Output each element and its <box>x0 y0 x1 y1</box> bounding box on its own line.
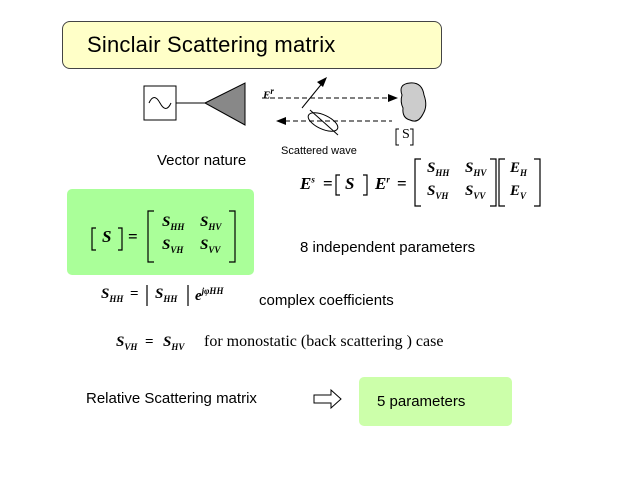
polarization-vector <box>301 77 327 109</box>
eq1-equals: = <box>323 174 333 193</box>
eq4-equals: = <box>145 334 154 350</box>
five-parameters-label: 5 parameters <box>377 393 466 410</box>
eq1-lhs: Es <box>300 174 315 193</box>
eq3-equals: = <box>130 286 139 302</box>
slide-title: Sinclair Scattering matrix <box>87 32 336 57</box>
independent-parameters-label: 8 independent parameters <box>300 239 476 256</box>
matrix-highlight-box <box>67 189 254 275</box>
eq3-abs-bars <box>146 285 189 306</box>
eq2-m22: SVV <box>200 237 221 255</box>
polarization-ellipse <box>307 109 339 136</box>
eq1-m12: SHV <box>465 160 487 178</box>
complex-coefficients-label: complex coefficients <box>259 292 394 309</box>
target-s-label: S <box>402 127 410 142</box>
incident-wave-arrow <box>262 94 398 102</box>
eq1-m22: SVV <box>465 183 486 201</box>
scattered-wave-arrow <box>276 117 392 125</box>
vector-nature-label: Vector nature <box>157 152 247 169</box>
eq3-abs: SHH <box>155 286 178 304</box>
ac-source-icon <box>143 85 205 121</box>
incident-label: Er <box>263 86 274 102</box>
target-object-icon <box>400 82 427 122</box>
eq1-e: Er <box>375 174 390 193</box>
eq3-exp: ejφHH <box>195 286 224 304</box>
eq4-rhs: SHV <box>163 334 185 352</box>
eq2-m11: SHH <box>162 214 185 232</box>
scattered-wave-label: Scattered wave <box>281 145 357 157</box>
eq2-m21: SVH <box>162 237 184 255</box>
eq3-lhs: SHH <box>101 286 124 304</box>
eq1-brackets <box>335 158 541 207</box>
eq1-v2: EV <box>510 183 527 201</box>
eq2-equals: = <box>128 227 138 246</box>
eq2-s: S <box>102 227 112 246</box>
eq1-m21: SVH <box>427 183 449 201</box>
eq1-s: S <box>345 174 355 193</box>
eq2-m12: SHV <box>200 214 222 232</box>
eq4-lhs: SVH <box>116 334 138 352</box>
title-box: Sinclair Scattering matrix <box>62 21 442 69</box>
horn-antenna-icon <box>203 82 246 126</box>
eq1-m11: SHH <box>427 160 450 178</box>
target-s-bracket <box>395 128 414 146</box>
eq2-brackets <box>91 210 236 263</box>
eq1-v1: EH <box>510 160 528 178</box>
monostatic-label: for monostatic (back scattering ) case <box>204 333 444 350</box>
implies-arrow-icon <box>313 388 342 410</box>
relative-matrix-label: Relative Scattering matrix <box>86 390 257 407</box>
parameters-highlight-box <box>359 377 512 426</box>
eq1-equals-2: = <box>397 174 407 193</box>
